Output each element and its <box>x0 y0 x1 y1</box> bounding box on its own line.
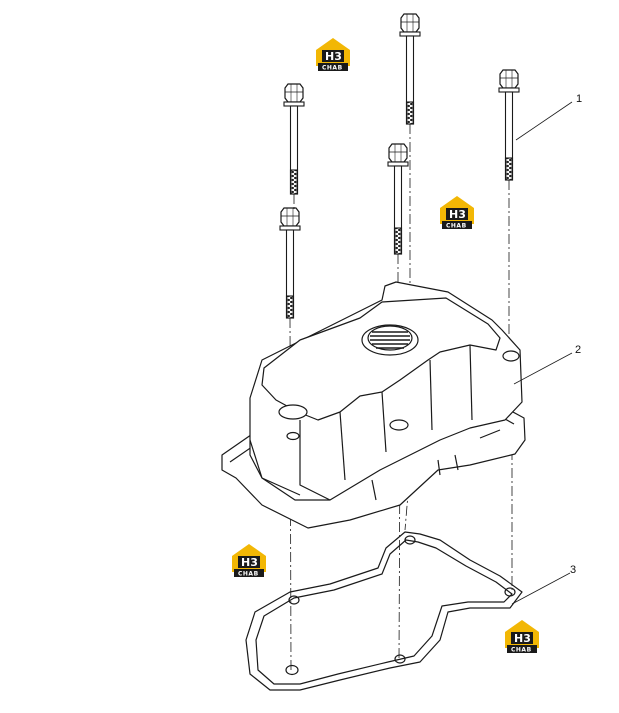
callout-3: 3 <box>570 564 576 576</box>
svg-text:CHAB: CHAB <box>322 65 343 72</box>
valve-cover <box>221 281 526 529</box>
watermark-logo: H3 CHAB <box>505 620 539 654</box>
svg-text:H3: H3 <box>449 208 466 221</box>
svg-text:CHAB: CHAB <box>511 647 532 654</box>
svg-text:CHAB: CHAB <box>446 223 467 230</box>
bolt-group <box>279 13 520 319</box>
breather-cap <box>361 324 419 356</box>
bolt-left-front <box>279 207 301 319</box>
watermark-logo: H3 CHAB <box>232 544 266 578</box>
bolt-top-center <box>399 13 421 125</box>
watermark-logo: H3 CHAB <box>316 38 350 72</box>
svg-text:H3: H3 <box>514 632 531 645</box>
gasket <box>245 531 523 691</box>
watermark-logo: H3 CHAB <box>440 196 474 230</box>
bolt-center <box>387 143 409 255</box>
bolt-right <box>498 69 520 181</box>
svg-text:H3: H3 <box>325 50 342 63</box>
bolt-left-back <box>283 83 305 195</box>
callout-2: 2 <box>575 344 581 356</box>
svg-text:H3: H3 <box>241 556 258 569</box>
svg-text:CHAB: CHAB <box>238 571 259 578</box>
callout-1: 1 <box>576 93 582 105</box>
leader-lines <box>511 101 573 605</box>
